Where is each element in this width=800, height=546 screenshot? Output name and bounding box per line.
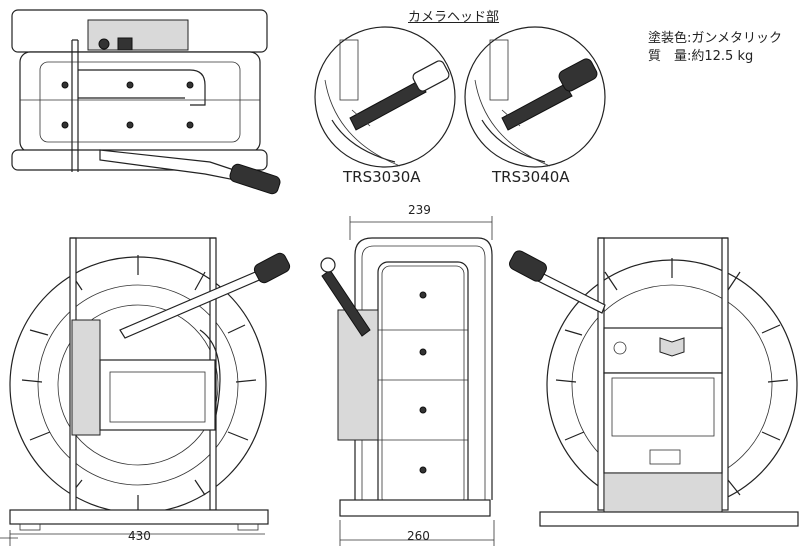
- rear-view: [509, 237, 799, 527]
- front-view: [0, 237, 291, 546]
- dimension-430: 430: [128, 529, 151, 543]
- camera-head-detail-1: [314, 26, 456, 168]
- paint-color-spec: 塗装色:ガンメタリック: [648, 31, 782, 46]
- camera-head-title: カメラヘッド部: [408, 10, 500, 25]
- dimension-260: 260: [407, 529, 430, 543]
- camera-head-detail-2: [464, 26, 606, 168]
- mass-spec: 質 量:約12.5 kg: [648, 49, 754, 64]
- side-view: [320, 216, 495, 546]
- top-view: [11, 9, 281, 195]
- dimension-239: 239: [408, 203, 431, 217]
- model-label-1: TRS3030A: [343, 168, 421, 186]
- model-label-2: TRS3040A: [492, 168, 570, 186]
